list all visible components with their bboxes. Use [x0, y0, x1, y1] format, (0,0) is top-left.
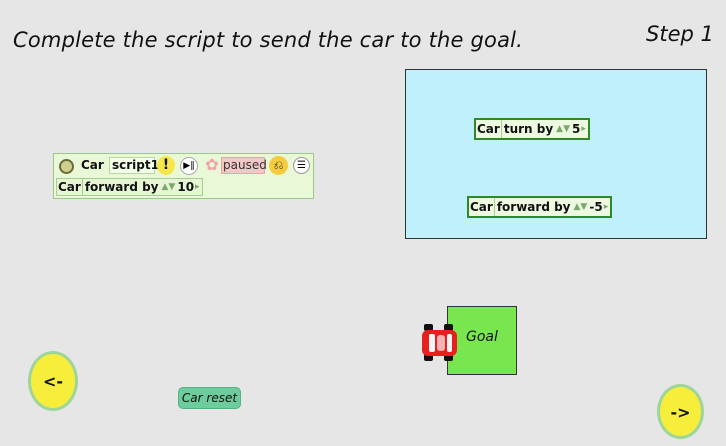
tile-command-label: forward by	[496, 200, 571, 214]
run-bang-button[interactable]: !	[157, 156, 175, 175]
tile-value[interactable]: 5	[572, 122, 581, 136]
script-name-field[interactable]: script1	[109, 157, 159, 174]
tile-arrow-icon[interactable]: ▸	[581, 124, 586, 134]
goal-label: Goal	[466, 329, 498, 345]
script-status-selector[interactable]: paused	[221, 157, 267, 174]
tile-value[interactable]: -5	[589, 200, 603, 214]
collapse-circle-icon[interactable]	[59, 159, 74, 174]
script-player-label: Car	[81, 158, 104, 172]
status-flower-icon[interactable]: ✿	[205, 155, 219, 174]
tile-command-label: turn by	[503, 122, 554, 136]
value-stepper-icon[interactable]: ▲▼	[556, 124, 571, 134]
tile-player-label: Car	[470, 198, 495, 216]
value-stepper-icon[interactable]: ▲▼	[573, 202, 588, 212]
tile-player-label: Car	[58, 179, 83, 195]
car-sprite[interactable]	[422, 323, 457, 363]
tile-value[interactable]: 10	[177, 180, 195, 194]
step-label: Step 1	[646, 22, 714, 46]
car-reset-button[interactable]: Car reset	[178, 387, 241, 409]
previous-step-button[interactable]: <-	[28, 351, 78, 411]
tile-command-label: forward by	[84, 180, 159, 194]
page-title: Complete the script to send the car to t…	[13, 28, 524, 52]
step-play-icon[interactable]: ▶‖	[180, 157, 198, 175]
tile-player-label: Car	[477, 120, 502, 138]
next-step-button[interactable]: ->	[657, 384, 704, 439]
value-stepper-icon[interactable]: ▲▼	[161, 182, 176, 192]
script-menu-icon[interactable]: ☰	[293, 157, 310, 174]
goal-area: Goal	[447, 306, 517, 375]
tile-arrow-icon[interactable]: ▸	[195, 182, 200, 192]
tile-view-icon[interactable]: ⎌	[269, 156, 288, 175]
script-header: Car script1 ! ▶‖ ✿ paused ⎌ ☰	[54, 154, 313, 178]
tile-arrow-icon[interactable]: ▸	[603, 202, 609, 212]
